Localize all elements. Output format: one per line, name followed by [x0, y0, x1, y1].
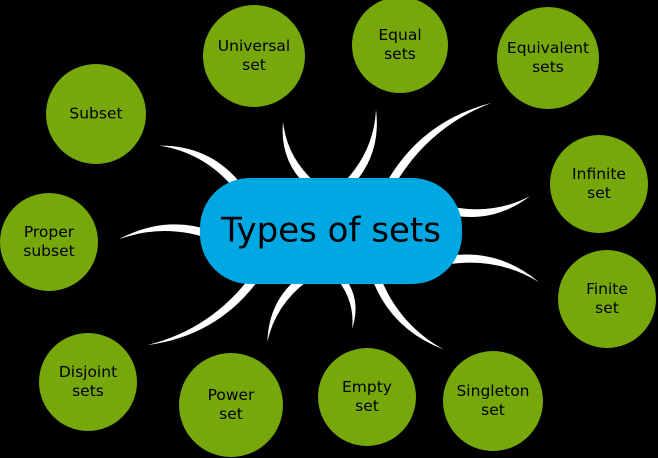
- arrowhead-power-set: [258, 338, 273, 358]
- connector-arrow-empty-set: [337, 277, 356, 329]
- connector-arrow-proper-subset: [118, 224, 214, 241]
- node-shape-subset[interactable]: [46, 64, 146, 164]
- connector-arrow-infinite-set: [448, 196, 531, 218]
- center-node-shape[interactable]: [200, 178, 462, 284]
- arrowhead-universal-set: [275, 105, 289, 125]
- node-shape-equal-sets[interactable]: [352, 0, 448, 93]
- node-shape-equivalent-sets[interactable]: [497, 7, 599, 109]
- node-shape-empty-set[interactable]: [318, 348, 416, 446]
- connector-arrow-equal-sets: [344, 109, 377, 185]
- node-subset[interactable]: Subset: [46, 64, 146, 164]
- node-shape-power-set[interactable]: [179, 353, 283, 457]
- arrowhead-empty-set: [346, 327, 358, 347]
- arrowhead-equivalent-sets: [488, 91, 506, 108]
- node-shape-disjoint-sets[interactable]: [39, 333, 137, 431]
- node-shape-singleton-set[interactable]: [443, 351, 543, 451]
- node-shape-universal-set[interactable]: [203, 5, 305, 107]
- connector-arrow-finite-set: [447, 254, 540, 283]
- arrowhead-finite-set: [537, 276, 557, 288]
- arrowhead-equal-sets: [370, 92, 383, 112]
- center-node-group[interactable]: Types of sets: [200, 178, 462, 284]
- connector-arrow-subset: [159, 145, 238, 188]
- node-shape-proper-subset[interactable]: [0, 193, 98, 291]
- arrowhead-disjoint-sets: [132, 340, 151, 355]
- arrowhead-proper-subset: [100, 233, 120, 245]
- node-shape-finite-set[interactable]: [558, 250, 656, 348]
- arrowhead-singleton-set: [439, 345, 457, 363]
- arrowhead-infinite-set: [529, 190, 548, 202]
- node-shape-infinite-set[interactable]: [550, 135, 648, 233]
- arrowhead-subset: [143, 137, 163, 151]
